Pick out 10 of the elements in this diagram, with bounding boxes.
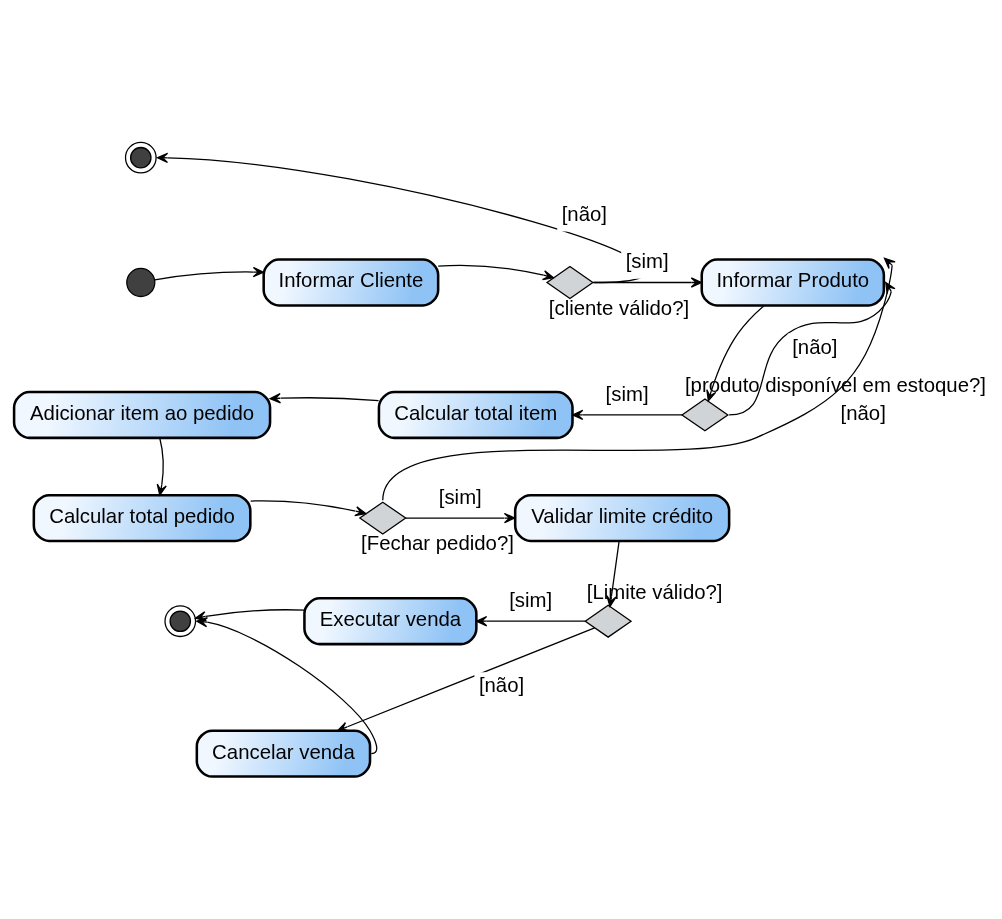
edge-label: [não] <box>840 401 886 424</box>
edge-label: [não] <box>478 674 524 697</box>
edge-label: [sim] <box>508 588 552 611</box>
node-label: [Fechar pedido?] <box>360 532 514 555</box>
edge-label: [sim] <box>625 250 669 273</box>
edge-label: [sim] <box>438 485 482 508</box>
edge-label: [sim] <box>605 382 649 405</box>
edge-label: [não] <box>791 335 837 358</box>
node-label: [cliente válido?] <box>548 296 689 319</box>
edge-label: [não] <box>561 203 607 226</box>
